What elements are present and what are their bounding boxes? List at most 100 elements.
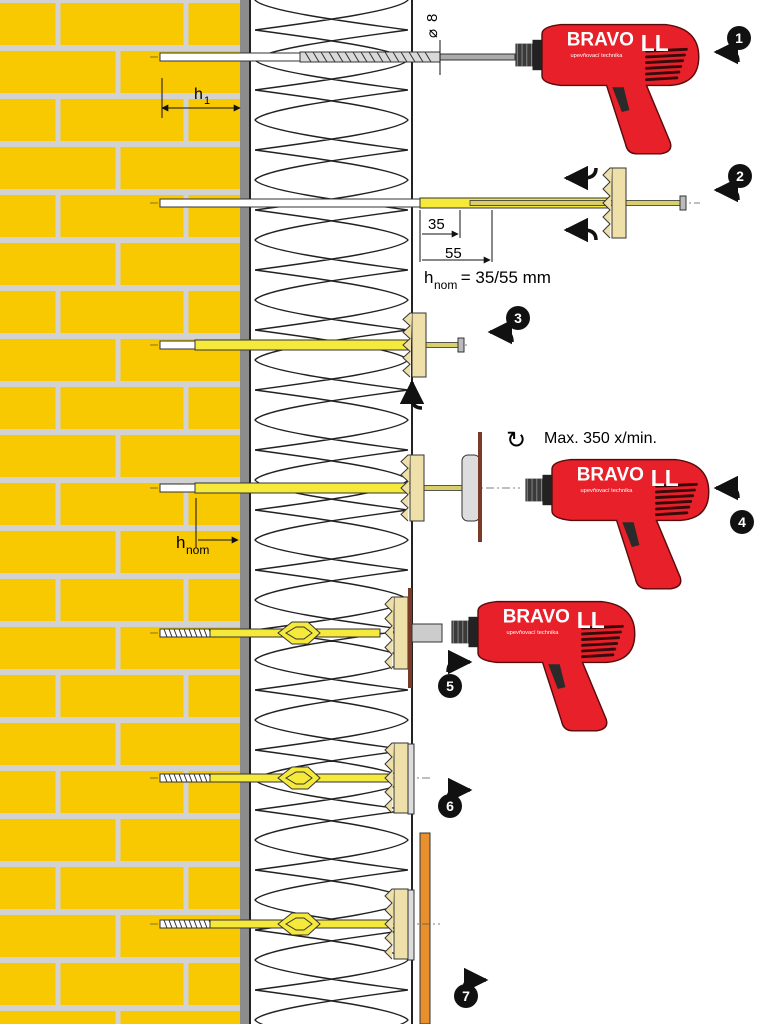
step-badge-4 — [730, 510, 754, 534]
arrow-step-2 — [713, 177, 740, 203]
drill-vent — [581, 641, 619, 647]
plate-ridges — [602, 167, 612, 239]
drill-hole — [159, 52, 301, 62]
step-number-7: 7 — [462, 988, 470, 1004]
drill-vent — [655, 511, 689, 517]
anchor-plate — [384, 742, 409, 814]
setting-disc — [478, 432, 482, 542]
plaster-cap — [407, 743, 415, 815]
pin-head — [457, 337, 465, 353]
step-badge-2 — [728, 164, 752, 188]
anchor-plate — [384, 888, 409, 960]
brand-tagline: upevňovací technika — [507, 630, 560, 636]
step-number-6: 6 — [446, 798, 454, 814]
drill-vent — [645, 64, 683, 70]
plate-ridges — [384, 596, 394, 670]
anchor-thread — [163, 628, 213, 638]
brick-wall — [0, 0, 240, 1029]
drill-trigger — [548, 664, 566, 689]
drill-vent — [645, 59, 685, 65]
brand-name: BRAVO — [503, 607, 570, 628]
dimension-35-55: 35 55 — [428, 216, 462, 262]
drill-bit-spiral — [304, 51, 432, 63]
dim-35-label: 35 — [428, 216, 445, 233]
setting-tool — [411, 623, 443, 643]
plate-ridges — [402, 312, 412, 378]
expansion-inner — [285, 771, 313, 785]
drill-vent — [581, 624, 624, 630]
hnom-label: h — [424, 268, 433, 287]
brand-name-tail: LL — [577, 607, 605, 633]
brand-tagline: upevňovací technika — [581, 488, 634, 494]
diameter-symbol: ⌀ — [424, 29, 441, 38]
plate-disc — [411, 312, 427, 378]
drill-vent — [581, 647, 617, 653]
step-number-1: 1 — [735, 30, 743, 46]
arrow-step-5 — [446, 649, 473, 675]
hnom-subscript: nom — [434, 278, 457, 292]
drill-vent — [645, 47, 688, 53]
drill-5: BRAVO LL upevňovací technika — [451, 600, 636, 732]
dimension-diameter: ⌀ 8 — [424, 14, 441, 38]
arrow-up-step-3 — [399, 379, 425, 410]
anchor-thread — [163, 919, 213, 929]
hnom-caption: h nom = 35/55 mm — [424, 268, 551, 292]
drill-collar — [542, 474, 554, 506]
speed-caption: ↻ Max. 350 x/min. — [506, 427, 657, 454]
brand-tagline: upevňovací technika — [571, 53, 624, 59]
setting-disc — [408, 588, 412, 688]
drill-vent — [645, 53, 686, 59]
drill-trigger — [612, 87, 630, 112]
brand-name: BRAVO — [577, 465, 644, 486]
step-number-2: 2 — [736, 168, 744, 184]
hnom2-label: h — [176, 533, 185, 552]
drill-collar — [532, 39, 544, 71]
hnom-value: = 35/55 mm — [456, 268, 551, 287]
plaster-cap — [407, 889, 415, 961]
plate-ridges — [384, 888, 394, 960]
drill-vent — [581, 653, 615, 659]
anchor-plate — [400, 454, 425, 522]
step-badge-6 — [438, 794, 462, 818]
arrow-step-4 — [713, 475, 740, 501]
arrow-push-top — [563, 165, 598, 191]
step-number-3: 3 — [514, 310, 522, 326]
plate-disc — [611, 167, 627, 239]
h1-subscript: 1 — [204, 95, 210, 107]
pin-head — [679, 195, 687, 211]
drill-vent — [655, 482, 698, 488]
arrow-step-1 — [713, 39, 740, 65]
setting-tool — [461, 454, 481, 522]
insulation-fill — [251, 0, 412, 1024]
dim-55-label: 55 — [445, 245, 462, 262]
brand-name-tail: LL — [641, 30, 669, 56]
drill-shank — [439, 53, 516, 61]
drill-vent — [645, 70, 681, 76]
anchor-sleeve — [194, 339, 411, 351]
facade-cladding — [419, 832, 431, 1025]
drill-vent — [655, 505, 691, 511]
drill-hole — [159, 198, 421, 208]
anchor-thread — [163, 773, 213, 783]
drill-vent — [581, 636, 621, 642]
dimension-h1: h 1 — [194, 86, 210, 107]
drill-trigger — [622, 522, 640, 547]
anchor-plate — [384, 596, 409, 670]
plate-disc — [393, 888, 409, 960]
anchor-plate — [602, 167, 627, 239]
arrow-push-bottom — [563, 217, 598, 243]
plate-ridges — [384, 742, 394, 814]
drill-collar — [468, 616, 480, 648]
expansion-inner — [285, 917, 313, 931]
drill-vent — [645, 76, 679, 82]
drill-vent — [655, 488, 696, 494]
step-badge-7 — [454, 984, 478, 1008]
drill-vent — [655, 499, 693, 505]
insulation-layer — [251, 0, 413, 1029]
cladding-panel — [419, 832, 431, 1025]
